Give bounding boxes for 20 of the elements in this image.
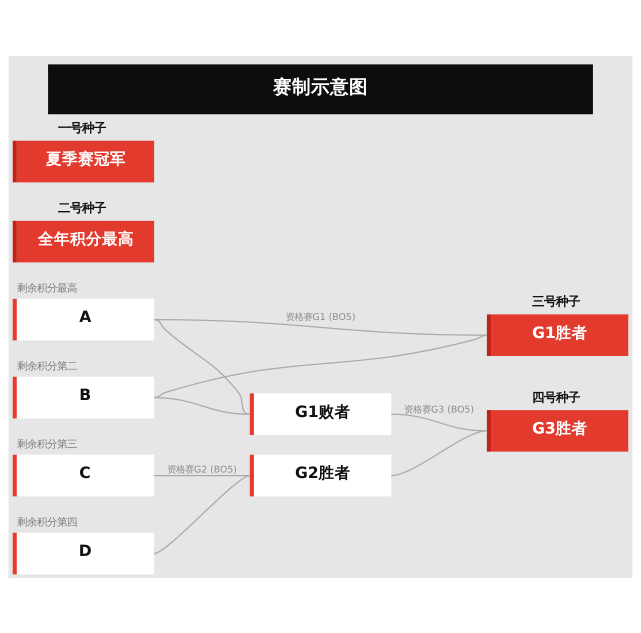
- edge-label: 资格赛G3 (BO5): [404, 404, 474, 415]
- connector: [154, 318, 487, 336]
- connector: [154, 334, 487, 398]
- connector: [154, 396, 250, 414]
- diagram-title: 赛制示意图: [273, 76, 368, 98]
- connector: [154, 474, 250, 554]
- connector: [391, 413, 487, 431]
- edge-label: 资格赛G2 (BO5): [166, 464, 237, 476]
- node-label: 四号种子: [532, 388, 580, 404]
- edge-label: 资格赛G1 (BO5): [286, 311, 356, 322]
- connector: [391, 430, 487, 476]
- node-label: 三号种子: [532, 293, 580, 308]
- node-label: 剩余积分第四: [16, 516, 77, 528]
- node-label: 二号种子: [58, 200, 106, 215]
- node-label: 剩余积分第二: [16, 360, 77, 372]
- node-label: 一号种子: [58, 120, 106, 135]
- connector: [154, 318, 250, 414]
- connector: [154, 474, 250, 476]
- node-label: 剩余积分最高: [16, 282, 77, 294]
- node-label: 剩余积分第三: [16, 438, 77, 450]
